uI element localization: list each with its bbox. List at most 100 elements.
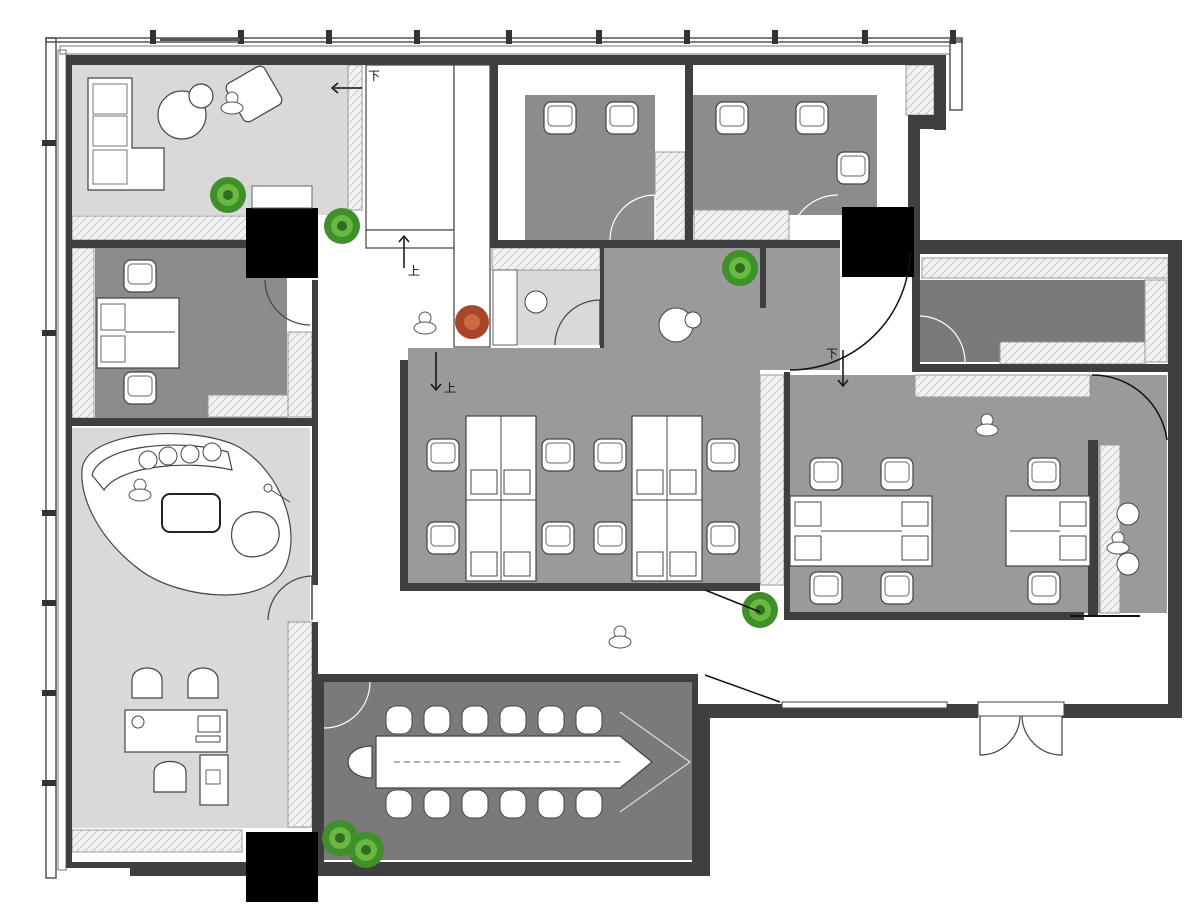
window-frame-right bbox=[949, 39, 963, 111]
lounge-top-left bbox=[87, 65, 313, 213]
chair bbox=[461, 705, 489, 735]
chair bbox=[543, 101, 577, 135]
desk-pedestal bbox=[470, 551, 498, 577]
chair bbox=[426, 438, 460, 472]
wall bbox=[1168, 240, 1182, 718]
desk-pedestal bbox=[503, 551, 531, 577]
cabinet bbox=[71, 215, 249, 241]
cabinet bbox=[1099, 444, 1121, 614]
chair bbox=[385, 705, 413, 735]
wall bbox=[66, 55, 946, 65]
wall bbox=[66, 55, 72, 867]
wall bbox=[1088, 440, 1098, 615]
person-figure bbox=[608, 625, 632, 649]
lounge-seat bbox=[202, 442, 222, 462]
wall bbox=[318, 674, 698, 682]
lounge-seat bbox=[138, 450, 158, 470]
meeting-room-2 bbox=[715, 101, 870, 241]
sofa-cushion bbox=[92, 149, 128, 185]
column bbox=[246, 832, 318, 902]
wall bbox=[312, 280, 318, 585]
wall bbox=[914, 240, 1176, 254]
stair-arrow-head bbox=[837, 379, 849, 388]
open-office: 下 bbox=[426, 250, 911, 582]
desk-pedestal bbox=[1059, 535, 1087, 561]
chair bbox=[706, 438, 740, 472]
tv-triangle bbox=[619, 711, 692, 813]
coffee-table bbox=[161, 493, 221, 533]
chair bbox=[593, 438, 627, 472]
desk-pedestal bbox=[636, 551, 664, 577]
wall bbox=[318, 674, 324, 864]
stair-arrow-head bbox=[330, 82, 339, 94]
door-leaf bbox=[704, 589, 761, 613]
wall bbox=[72, 418, 312, 426]
chair bbox=[795, 101, 829, 135]
chair bbox=[575, 789, 603, 819]
door-swing bbox=[554, 299, 601, 346]
chair bbox=[593, 521, 627, 555]
armchair-round bbox=[230, 511, 280, 558]
wall bbox=[490, 240, 840, 248]
door-swing bbox=[609, 194, 656, 241]
chair bbox=[423, 705, 451, 735]
wall bbox=[490, 65, 498, 245]
label-down-top: 下 bbox=[368, 69, 380, 83]
desk-pedestal bbox=[1059, 501, 1087, 527]
chair bbox=[880, 571, 914, 605]
chair bbox=[123, 259, 157, 293]
built-in-cabinets bbox=[71, 64, 1169, 853]
wall bbox=[600, 248, 604, 348]
wall bbox=[692, 674, 698, 864]
desk-drawer bbox=[100, 303, 126, 331]
conference-room bbox=[323, 681, 692, 819]
wall bbox=[72, 240, 248, 248]
desk-pedestal bbox=[901, 501, 929, 527]
chair bbox=[426, 521, 460, 555]
cabinet bbox=[693, 209, 790, 241]
door-leaf bbox=[704, 674, 781, 703]
door-swing bbox=[267, 575, 313, 621]
window-frame-left-inner bbox=[57, 49, 67, 871]
chair bbox=[461, 789, 489, 819]
chair bbox=[1027, 457, 1061, 491]
cabinet bbox=[287, 331, 313, 418]
cabinet bbox=[71, 829, 243, 853]
door-swing bbox=[1021, 715, 1063, 756]
cabinet bbox=[921, 257, 1169, 279]
desk-pedestal bbox=[794, 535, 822, 561]
chair bbox=[706, 521, 740, 555]
label-up-lower: 上 bbox=[444, 381, 456, 395]
reception-left bbox=[81, 432, 313, 806]
bar-stool bbox=[1116, 502, 1140, 526]
desk-chair bbox=[153, 760, 187, 793]
keyboard bbox=[195, 735, 221, 743]
chair bbox=[575, 705, 603, 735]
office-right bbox=[789, 374, 1168, 617]
stair-arrow-head bbox=[398, 234, 410, 243]
person-figure bbox=[413, 311, 437, 335]
wall bbox=[400, 583, 760, 591]
walls bbox=[45, 37, 1182, 879]
lounge-chair bbox=[187, 667, 219, 699]
chair bbox=[541, 521, 575, 555]
wall bbox=[934, 60, 946, 130]
sofa-cushion bbox=[92, 83, 128, 115]
round-stool bbox=[684, 311, 702, 329]
plant-icon bbox=[742, 592, 778, 628]
chair bbox=[123, 371, 157, 405]
door-swing bbox=[323, 681, 371, 729]
chair bbox=[715, 101, 749, 135]
stool bbox=[524, 290, 548, 314]
label-up-stair: 上 bbox=[408, 264, 420, 278]
sofa-cushion bbox=[92, 115, 128, 147]
plant-red-center bbox=[464, 314, 480, 330]
chair bbox=[1027, 571, 1061, 605]
office-left bbox=[96, 259, 311, 405]
desk-item bbox=[131, 715, 145, 729]
storage-room bbox=[492, 269, 601, 346]
plant-icon bbox=[324, 208, 360, 244]
stair-arrow-head bbox=[430, 383, 442, 392]
lounge-chair bbox=[131, 667, 163, 699]
stair-core bbox=[453, 64, 491, 348]
